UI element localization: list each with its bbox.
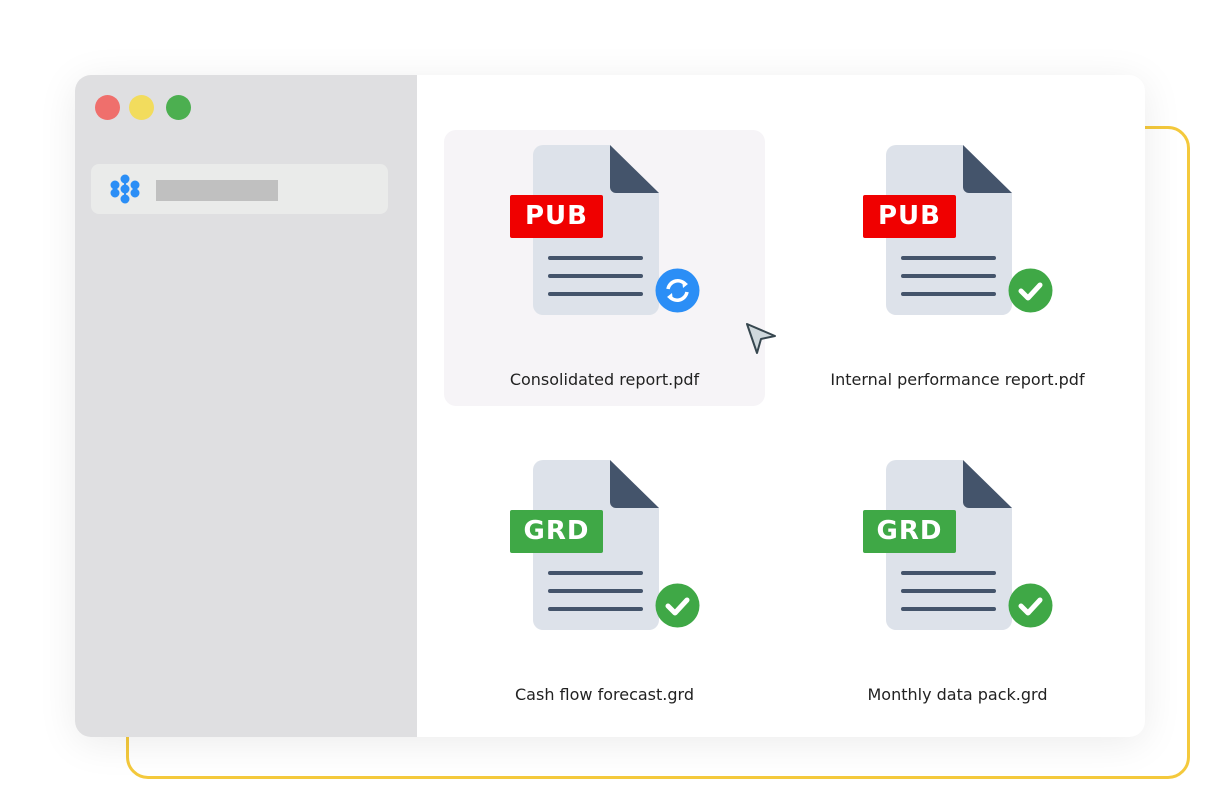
file-name: Cash flow forecast.grd [515, 685, 694, 704]
app-name-placeholder [156, 180, 278, 201]
maximize-button[interactable] [166, 95, 191, 120]
file-tile[interactable]: PUB Consolidated report.pdf [444, 130, 765, 406]
file-tile[interactable]: PUB Internal performance report.pdf [797, 130, 1118, 406]
file-type-badge: PUB [863, 195, 956, 238]
sidebar-item-app[interactable] [91, 164, 388, 214]
dots-logo-icon [110, 174, 140, 204]
file-type-badge: GRD [510, 510, 603, 553]
check-icon [1008, 583, 1053, 628]
close-button[interactable] [95, 95, 120, 120]
file-type-badge: PUB [510, 195, 603, 238]
sidebar [75, 75, 417, 737]
check-icon [655, 583, 700, 628]
minimize-button[interactable] [129, 95, 154, 120]
file-tile[interactable]: GRD Cash flow forecast.grd [444, 445, 765, 721]
file-name: Consolidated report.pdf [509, 370, 700, 389]
file-name: Monthly data pack.grd [867, 685, 1048, 704]
check-icon [1008, 268, 1053, 313]
sync-icon [655, 268, 700, 313]
file-name: Internal performance report.pdf [830, 370, 1085, 389]
file-type-badge: GRD [863, 510, 956, 553]
file-tile[interactable]: GRD Monthly data pack.grd [797, 445, 1118, 721]
mouse-cursor-icon [746, 323, 776, 354]
